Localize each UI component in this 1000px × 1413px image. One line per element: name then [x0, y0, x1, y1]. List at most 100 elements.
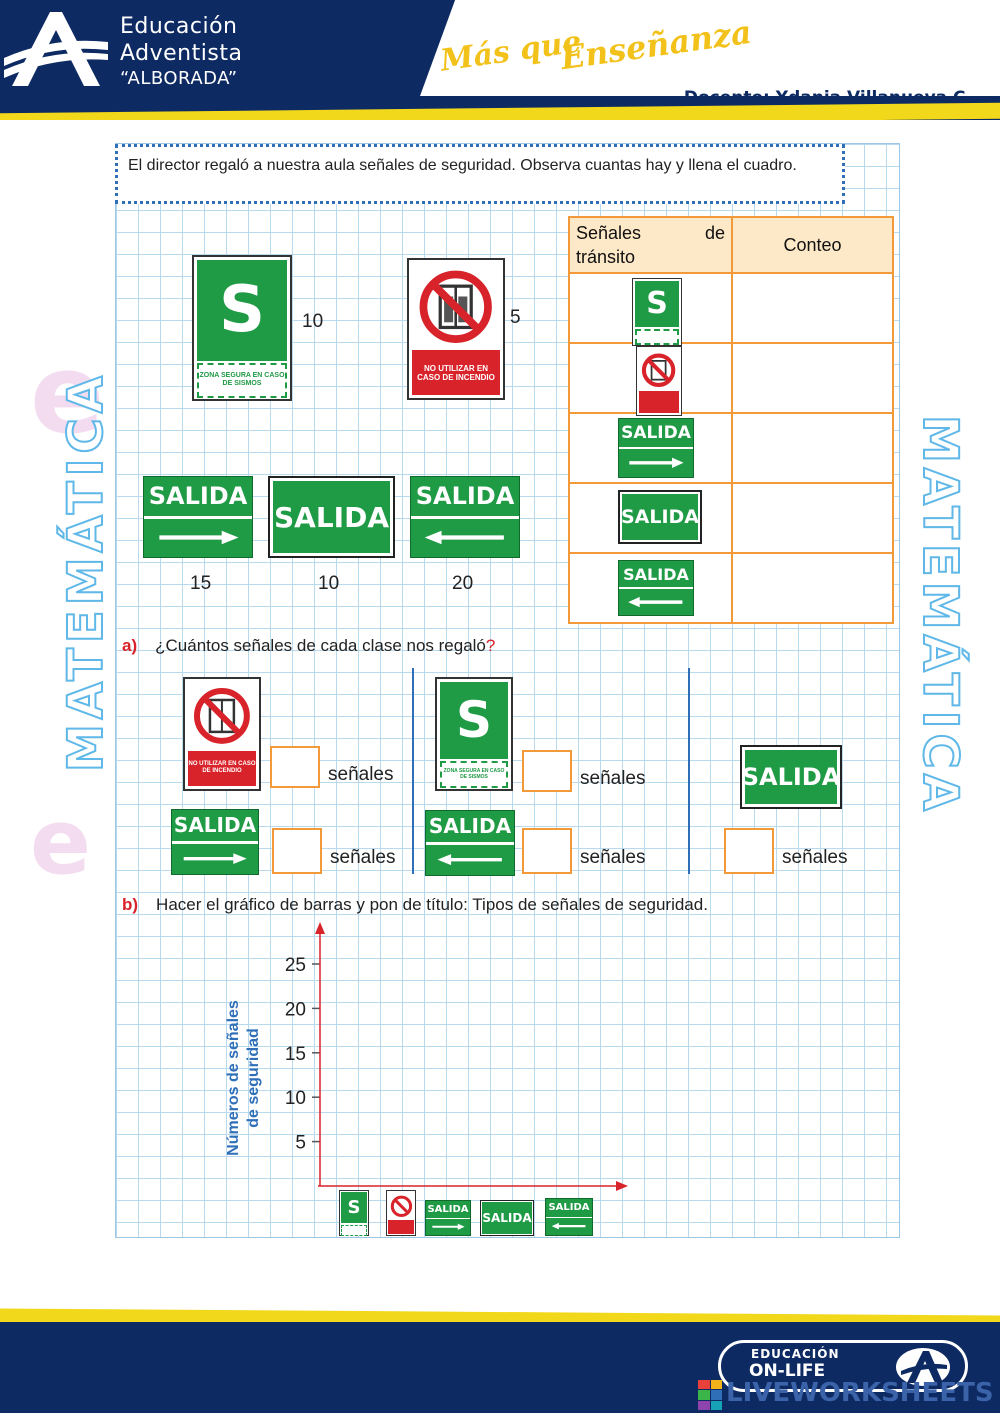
alborada-logo-icon — [896, 1348, 950, 1386]
brand-line-3: “ALBORADA” — [120, 68, 238, 89]
alborada-logo-icon — [4, 12, 108, 86]
no-elevator-icon — [194, 688, 250, 745]
arrow-right-icon — [629, 457, 684, 469]
exit-left-word: SALIDA — [623, 564, 689, 584]
exit-plain-sign: SALIDA — [268, 476, 395, 558]
exit-right-sign: SALIDA — [171, 809, 259, 875]
table-sign-cell: SALIDA — [568, 482, 733, 554]
no-elevator-caption-mini — [639, 391, 679, 413]
safe-zone-caption: ZONA SEGURA EN CASO DE SISMOS — [197, 362, 287, 398]
question-a-text: ¿Cuántos señales de cada clase nos regal… — [155, 636, 486, 655]
no-elevator-sign: NO UTILIZAR EN CASO DE INCENDIO — [183, 677, 261, 791]
arrow-right-icon — [432, 1223, 465, 1230]
safe-zone-sign: S ZONA SEGURA EN CASO DE SISMOS — [192, 255, 292, 401]
brand-line-1: Educación — [120, 14, 238, 39]
safe-zone-caption-mini — [341, 1225, 367, 1236]
y-axis-label: Números de señales de seguridad — [225, 1000, 262, 1156]
safe-zone-sign: S ZONA SEGURA EN CASO DE SISMOS — [435, 677, 513, 791]
count-input-exit-right[interactable] — [737, 418, 888, 478]
table-row: S — [568, 272, 894, 346]
safe-zone-letter: S — [635, 281, 679, 327]
y-tick-label: 15 — [285, 1044, 306, 1065]
exit-right-sign: SALIDA — [143, 476, 253, 558]
table-header-count: Conteo — [731, 216, 894, 274]
table-row: SALIDA — [568, 482, 894, 554]
question-a-mark: ? — [485, 636, 496, 655]
question-b-letter: b) — [122, 895, 139, 914]
side-title-right: MATEMÁTICA — [911, 414, 969, 817]
decorative-e-icon: e — [30, 790, 92, 895]
x-axis-arrow-icon — [616, 1181, 628, 1191]
y-tick-label: 20 — [285, 999, 306, 1020]
x-category-exit-left: SALIDA — [545, 1198, 593, 1236]
answer-exit-left[interactable] — [522, 828, 572, 874]
header-banner: Educación Adventista “ALBORADA” Más que … — [0, 0, 1000, 120]
brand-line-2: Adventista — [120, 41, 243, 66]
count-exit-left: 20 — [452, 573, 474, 594]
y-tick-label: 5 — [295, 1133, 306, 1154]
arrow-right-icon — [184, 853, 248, 865]
answer-exit-right[interactable] — [272, 828, 322, 874]
column-divider — [412, 668, 414, 874]
slogan-panel — [420, 0, 1000, 96]
tally-table: Señales de tránsito Conteo S — [568, 216, 894, 624]
table-count-cell[interactable] — [731, 552, 894, 624]
x-category-no-elevator — [386, 1190, 416, 1236]
count-exit-right: 15 — [190, 573, 212, 594]
count-safe-zone: 10 — [302, 311, 324, 332]
arrow-left-icon — [424, 531, 504, 545]
unit-label: señales — [580, 847, 646, 868]
unit-label: señales — [580, 768, 646, 789]
exit-plain-sign-mini: SALIDA — [618, 490, 702, 544]
exit-left-word: SALIDA — [415, 482, 515, 511]
count-input-safe-zone[interactable] — [737, 278, 888, 338]
answer-no-elevator[interactable] — [270, 746, 320, 788]
exit-right-word: SALIDA — [148, 482, 248, 511]
table-count-cell[interactable] — [731, 482, 894, 554]
x-category-exit-plain: SALIDA — [480, 1200, 534, 1236]
arrow-left-icon — [437, 854, 502, 866]
unit-label: señales — [328, 764, 394, 785]
table-count-cell[interactable] — [731, 272, 894, 344]
safe-zone-letter: S — [440, 682, 508, 759]
y-axis-label-line-2: de seguridad — [245, 1028, 262, 1128]
unit-label: señales — [330, 847, 396, 868]
exit-left-word: SALIDA — [428, 814, 512, 839]
liveworksheets-watermark: LIVEWORKSHEETS — [726, 1378, 994, 1408]
arrow-left-icon — [551, 1223, 586, 1230]
no-elevator-sign: NO UTILIZAR EN CASO DE INCENDIO — [407, 258, 505, 400]
answer-exit-plain[interactable] — [724, 828, 774, 874]
exit-plain-sign: SALIDA — [740, 745, 842, 809]
bar-chart: Números de señales de seguridad 51015202… — [225, 922, 628, 1191]
count-input-exit-left[interactable] — [737, 558, 888, 618]
exit-left-sign: SALIDA — [410, 476, 520, 558]
exit-right-word: SALIDA — [427, 1203, 469, 1215]
answer-safe-zone[interactable] — [522, 750, 572, 792]
table-sign-cell — [568, 342, 733, 416]
arrow-right-icon — [159, 531, 239, 545]
exit-left-sign: SALIDA — [425, 810, 515, 876]
no-elevator-caption: NO UTILIZAR EN CASO DE INCENDIO — [412, 350, 500, 395]
safe-zone-letter: S — [341, 1192, 367, 1224]
question-a-letter: a) — [122, 636, 138, 655]
exit-right-word: SALIDA — [173, 813, 257, 838]
footer-logo-line-2: ON-LIFE — [749, 1361, 826, 1381]
table-count-cell[interactable] — [731, 342, 894, 414]
y-tick-label: 10 — [285, 1088, 306, 1109]
count-input-exit-plain[interactable] — [737, 488, 888, 548]
no-elevator-caption-mini — [388, 1219, 414, 1234]
exit-left-word: SALIDA — [548, 1202, 590, 1214]
liveworksheets-cube-icon — [698, 1380, 722, 1410]
footer-logo-line-1: EDUCACIÓN — [751, 1347, 840, 1361]
table-count-cell[interactable] — [731, 412, 894, 484]
table-sign-cell: SALIDA — [568, 552, 733, 624]
no-elevator-icon — [642, 353, 676, 387]
y-axis-arrow-icon — [315, 922, 325, 934]
count-input-no-elevator[interactable] — [737, 348, 888, 408]
table-sign-cell: S — [568, 272, 733, 346]
unit-label: señales — [782, 847, 848, 868]
table-row: SALIDA — [568, 412, 894, 484]
side-title-left: MATEMÁTICA — [57, 370, 115, 773]
